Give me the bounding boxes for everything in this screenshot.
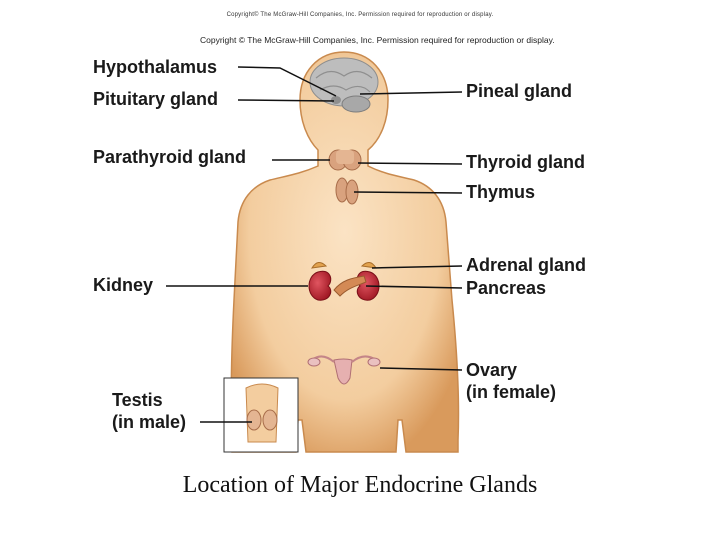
body-silhouette [230,51,460,453]
diagram-caption: Location of Major Endocrine Glands [182,472,538,498]
leader-lines [166,66,463,423]
label-pituitary-gland: Pituitary gland [93,89,219,109]
label-ovary: Ovary [466,360,518,380]
label-testis: Testis [112,390,163,410]
testis [246,409,262,431]
uterus [333,358,353,385]
copyright-notice-top: Copyright© The McGraw-Hill Companies, In… [226,12,494,18]
label-thyroid-gland: Thyroid gland [466,152,585,172]
kidney-left [308,270,332,301]
label-thymus: Thymus [466,182,536,202]
label-kidney: Kidney [93,275,154,295]
label-testis-note: (in male) [112,412,187,432]
label-hypothalamus: Hypothalamus [93,57,218,77]
pancreas [333,275,367,297]
label-ovary-note: (in female) [466,382,557,402]
label-pineal-gland: Pineal gland [466,81,573,101]
label-adrenal-gland: Adrenal gland [466,255,587,275]
label-pancreas: Pancreas [466,278,547,298]
copyright-notice-inner: Copyright © The McGraw-Hill Companies, I… [200,35,555,45]
ovary-left [307,357,321,367]
ovary-right [367,357,381,367]
pituitary-gland [331,96,341,104]
label-parathyroid-gland: Parathyroid gland [93,147,247,167]
cerebellum [341,95,371,113]
brain [309,57,379,107]
